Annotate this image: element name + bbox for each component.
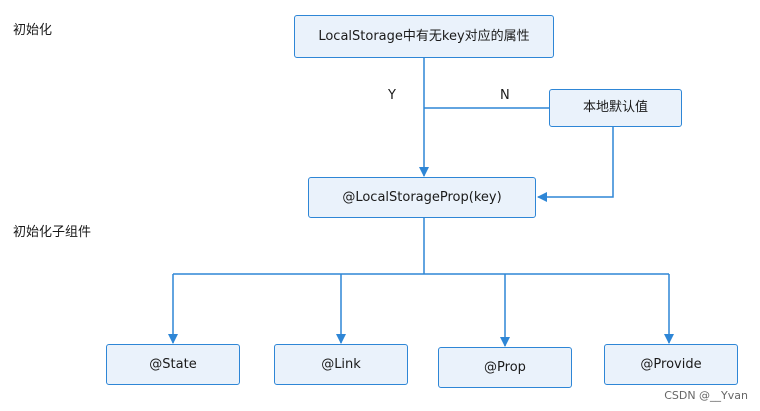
node-state-label: @State [149, 356, 197, 372]
watermark: CSDN @__Yvan [664, 389, 748, 402]
node-local-storage-prop: @LocalStorageProp(key) [308, 177, 536, 218]
node-local-storage-prop-label: @LocalStorageProp(key) [342, 189, 502, 205]
node-provide: @Provide [604, 344, 738, 385]
node-state: @State [106, 344, 240, 385]
node-link: @Link [274, 344, 408, 385]
node-has-key: LocalStorage中有无key对应的属性 [294, 15, 554, 58]
node-link-label: @Link [321, 356, 361, 372]
node-prop: @Prop [438, 347, 572, 388]
edge-label-yes: Y [388, 88, 396, 103]
node-default-value-label: 本地默认值 [582, 100, 648, 115]
node-has-key-label: LocalStorage中有无key对应的属性 [318, 28, 530, 44]
node-prop-label: @Prop [484, 359, 526, 375]
edge-default-to-prop [537, 127, 614, 202]
stage-label-init: 初始化 [13, 23, 53, 38]
node-default-value: 本地默认值 [549, 89, 682, 127]
edge-label-no: N [500, 88, 510, 103]
node-provide-label: @Provide [640, 356, 702, 372]
stage-label-init-children: 初始化子组件 [13, 225, 92, 240]
